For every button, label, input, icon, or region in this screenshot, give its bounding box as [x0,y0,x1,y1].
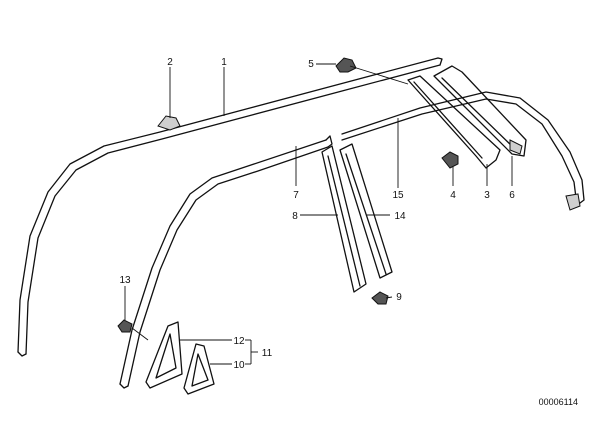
part-outer-roof-molding [17,57,443,357]
callout-7: 7 [293,190,299,201]
diagram-id: 00006114 [539,397,578,407]
part-inner-roof-molding [119,91,585,389]
callout-10: 10 [233,360,245,371]
callout-11: 11 [262,348,273,359]
part-clip-2 [157,115,181,131]
part-fastener-5 [335,57,357,73]
callout-8: 8 [292,211,298,222]
part-fastener-4 [441,151,459,169]
callout-14: 14 [394,211,406,222]
part-triangle-cover-10 [183,343,215,395]
callout-labels: 1 2 3 4 5 6 7 8 9 10 11 12 13 14 15 [119,57,515,371]
callout-2: 2 [167,57,173,68]
callout-5: 5 [308,59,314,70]
part-door-seal-8 [321,145,367,293]
part-clip-13 [117,319,133,333]
callout-13: 13 [119,275,131,286]
part-trim-strip-3 [407,75,501,169]
part-triangle-trim-12 [145,321,183,389]
callout-3: 3 [484,190,490,201]
callout-4: 4 [450,190,456,201]
part-door-seal-14 [339,143,393,279]
callout-1: 1 [221,57,227,68]
part-molding-piece-6 [433,65,527,157]
callout-12: 12 [233,336,245,347]
callout-9: 9 [396,292,402,303]
callout-6: 6 [509,190,515,201]
callout-15: 15 [392,190,404,201]
part-clip-9 [371,291,389,305]
leader-lines [124,63,513,365]
